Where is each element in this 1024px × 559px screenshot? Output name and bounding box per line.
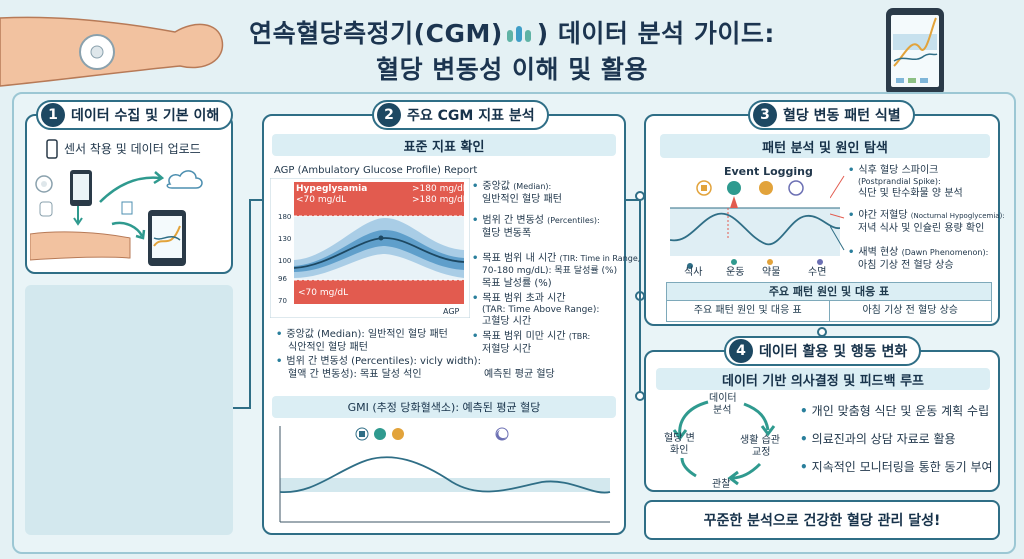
tick-70: 70	[278, 297, 287, 305]
cgm-logo-icon	[505, 21, 535, 50]
arm-with-sensor-illustration	[0, 16, 224, 87]
usage-item-1: 개인 맞춤형 식단 및 운동 계획 수립	[800, 404, 989, 419]
sleep-event-icon	[788, 180, 804, 196]
gmi-chart	[279, 422, 611, 526]
cycle-bottom: 관찰	[712, 479, 731, 490]
annotation-postprandial-sub: (Postprandial Spike):	[858, 177, 941, 186]
event-sleep: 수면	[808, 267, 827, 278]
section2-title: 주요 CGM 지표 분석	[407, 108, 535, 124]
agp-chart	[270, 178, 470, 318]
section3-number: 3	[753, 103, 777, 127]
section2-number: 2	[377, 103, 401, 127]
tick-130: 130	[278, 235, 292, 243]
hyper-label: Hypeglysamia	[296, 184, 368, 194]
data-collection-illustration	[30, 170, 203, 266]
section1-empty-area	[25, 285, 233, 535]
meal-event-icon	[696, 180, 712, 196]
cycle-right-2: 교정	[752, 447, 771, 458]
cycle-left-2: 화인	[670, 445, 689, 456]
left-percentiles: 범위 간 변동성 (Percentiles): vicly width):	[276, 355, 481, 368]
cycle-top-1: 데이터	[709, 393, 737, 404]
left-median: 중앙값 (Median): 일반적인 혈당 패턴	[276, 328, 447, 341]
metric-median-desc: 일반적인 혈당 패턴	[482, 194, 562, 205]
metric-percentiles-desc: 혈당 변동폭	[482, 228, 532, 239]
tick-100: 100	[278, 257, 292, 265]
phone-small-icon	[46, 139, 58, 159]
section4-subhead: 데이터 기반 의사결정 및 피드백 루프	[656, 368, 990, 390]
agp-report-title: AGP (Ambulatory Glucose Profile) Report	[274, 165, 478, 176]
annotation-dawn-desc: 아침 기상 전 혈당 상승	[858, 260, 954, 271]
tick-96: 96	[278, 275, 287, 283]
pill-event-icon	[759, 181, 773, 195]
table-cell: 주요 패턴 원인 및 대응 표	[667, 301, 830, 321]
feedback-loop-diagram	[672, 400, 776, 486]
moon-icon	[495, 427, 509, 441]
event-logging-chart	[670, 180, 840, 269]
table-cell: 아침 기상 전 혈당 상승	[862, 305, 958, 316]
annotation-pointers	[830, 175, 845, 251]
metric-percentiles: 범위 간 변동성 (Percentiles):	[472, 214, 599, 227]
cycle-left-1: 혈당 변	[664, 433, 695, 444]
page-title-line1: 연속혈당측정기(CGM) ) 데이터 분석 가이드:	[249, 19, 775, 50]
left-percentiles-desc: 혈액 간 변동성): 목표 달성 석인	[288, 369, 422, 380]
moon-marker-icon	[817, 259, 823, 265]
pill-marker-icon	[767, 259, 773, 265]
metric-tir: 목표 범위 내 시간 (TIR: Time in Range,	[472, 252, 640, 265]
exercise-event-icon	[727, 181, 741, 195]
section1-number: 1	[41, 103, 65, 127]
pattern-table-title: 주요 패턴 원인 및 대응 표	[667, 283, 991, 301]
upload-label: 센서 착용 및 데이터 업로드	[64, 142, 201, 156]
section4-heading: 4 데이터 활용 및 행동 변화	[724, 336, 922, 366]
smartphone-icon	[886, 8, 944, 96]
event-meal: 식사	[684, 267, 703, 278]
hyper-right-label1: >180 mg/dL	[412, 184, 468, 194]
hyper-right-label2: >180 mg/dL	[412, 195, 468, 205]
low-left-label: <70 mg/dL	[296, 195, 347, 205]
cycle-top-2: 분석	[713, 405, 732, 416]
event-medication: 약물	[762, 267, 781, 278]
annotation-dawn: 새벽 현상 (Dawn Phenomenon):	[848, 246, 988, 259]
tick-180: 180	[278, 213, 292, 221]
left-median-desc: 식안적인 혈당 패턴	[288, 342, 368, 353]
metric-tar: 목표 범위 초과 시간	[472, 292, 565, 305]
cycle-right-1: 생활 습관	[740, 435, 780, 446]
pill-icon	[392, 428, 404, 440]
meal-icon	[355, 427, 369, 441]
metric-tbr: 목표 범위 미만 시간 (TBR:	[472, 330, 590, 343]
usage-item-2: 의료진과의 상담 자료로 활용	[800, 432, 956, 447]
section4-title: 데이터 활용 및 행동 변화	[759, 344, 908, 360]
section3-title: 혈당 변동 패턴 식별	[783, 108, 901, 124]
event-logging-title: Event Logging	[724, 165, 813, 178]
page-title-line2: 혈당 변동성 이해 및 활용	[376, 55, 648, 84]
conclusion-banner: 꾸준한 분석으로 건강한 혈당 관리 달성!	[644, 500, 1000, 540]
metric-tir-desc2: 목표 날성률 (%)	[482, 278, 552, 289]
annotation-nocturnal: 야간 저혈당 (Nocturnal Hypoglycemia):	[848, 209, 1004, 223]
pattern-table: 주요 패턴 원인 및 대응 표 주요 패턴 원인 및 대응 표 아침 기상 전 …	[666, 282, 992, 322]
section2-heading: 2 주요 CGM 지표 분석	[372, 100, 549, 130]
gmi-label: GMI (추정 당화혈색소): 예측된 평균 혈당	[272, 396, 616, 418]
annotation-postprandial: 식후 혈당 스파이크	[848, 164, 938, 177]
event-exercise: 운동	[726, 267, 745, 278]
usage-item-3: 지속적인 모니터링을 통한 동기 부여	[800, 460, 993, 475]
meal-marker-icon	[687, 263, 693, 269]
annotation-nocturnal-desc: 저녁 식사 및 인슐린 용량 확인	[858, 223, 985, 234]
metric-tar-desc1: (TAR: Time Above Range):	[482, 305, 600, 315]
agp-corner-label: AGP	[443, 307, 460, 316]
metric-tar-desc2: 고혈당 시간	[482, 316, 532, 327]
exercise-marker-icon	[731, 259, 737, 265]
section1-title: 데이터 수집 및 기본 이해	[71, 108, 220, 124]
predicted-avg: 예측된 평균 혈당	[484, 369, 555, 380]
annotation-postprandial-desc: 식단 및 탄수화물 양 분석	[858, 188, 963, 199]
metric-median: 중앙값 (Median):	[472, 180, 551, 193]
section2-subhead: 표준 지표 확인	[272, 134, 616, 156]
section3-heading: 3 혈당 변동 패턴 식별	[748, 100, 915, 130]
section3-subhead: 패턴 분석 및 원인 탐색	[660, 134, 990, 158]
low-bottom-label: <70 mg/dL	[298, 288, 349, 298]
section4-number: 4	[729, 339, 753, 363]
metric-tir-desc1: 70-180 mg/dL): 목표 달성률 (%)	[482, 266, 618, 276]
section1-heading: 1 데이터 수집 및 기본 이해	[36, 100, 234, 130]
metric-tbr-desc: 저혈당 시간	[482, 344, 532, 355]
exercise-icon	[374, 428, 386, 440]
